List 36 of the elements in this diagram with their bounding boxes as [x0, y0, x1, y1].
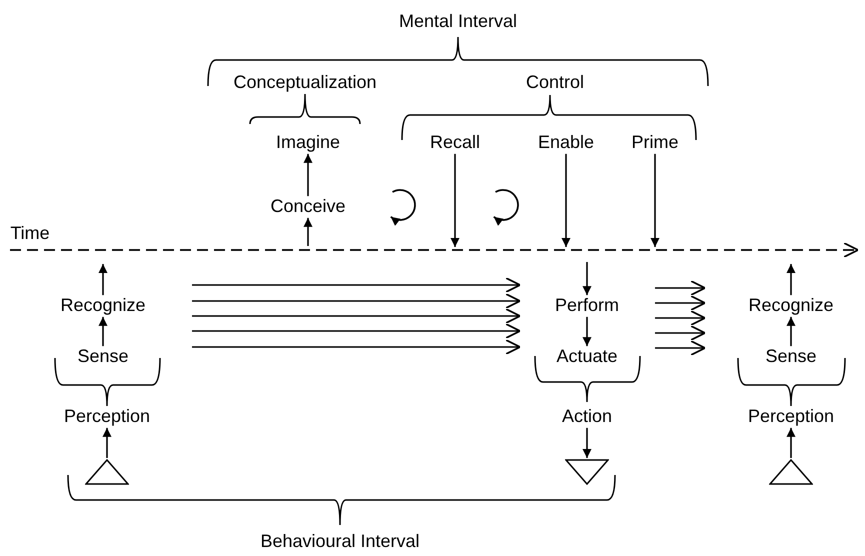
step-label: Perception [64, 407, 150, 427]
arrow [102, 428, 112, 458]
arrow [562, 154, 570, 247]
arrow [450, 154, 460, 247]
step-label: Prime [632, 133, 678, 153]
arrow [98, 264, 108, 296]
arrow [786, 316, 796, 346]
arrow [98, 316, 108, 346]
arrow [786, 428, 796, 458]
step-label: Action [562, 407, 612, 427]
group-heading: Conceptualization [233, 73, 377, 93]
group-heading: Behavioural Interval [260, 532, 420, 552]
arrow [304, 154, 312, 196]
step-label: Perform [555, 296, 619, 316]
step-label: Sense [765, 347, 817, 367]
arrow [304, 218, 312, 246]
step-label: Sense [77, 347, 129, 367]
step-label: Enable [538, 133, 594, 153]
arrow [582, 316, 592, 346]
step-label: Actuate [556, 347, 618, 367]
step-label: Recognize [60, 296, 146, 316]
arrow [650, 154, 660, 247]
group-heading: Control [526, 73, 584, 93]
arrow [786, 264, 796, 296]
triangle-symbol [85, 459, 129, 485]
step-label: Perception [748, 407, 834, 427]
step-label: Recall [430, 133, 480, 153]
triangle-symbol [769, 459, 813, 485]
arrow [582, 428, 592, 458]
step-label: Recognize [748, 296, 834, 316]
step-label: Imagine [276, 133, 340, 153]
step-label: Conceive [270, 197, 346, 217]
group-heading: Mental Interval [398, 12, 518, 32]
axis-label: Time [10, 224, 50, 244]
triangle-symbol [565, 459, 609, 485]
arrow [582, 262, 592, 296]
